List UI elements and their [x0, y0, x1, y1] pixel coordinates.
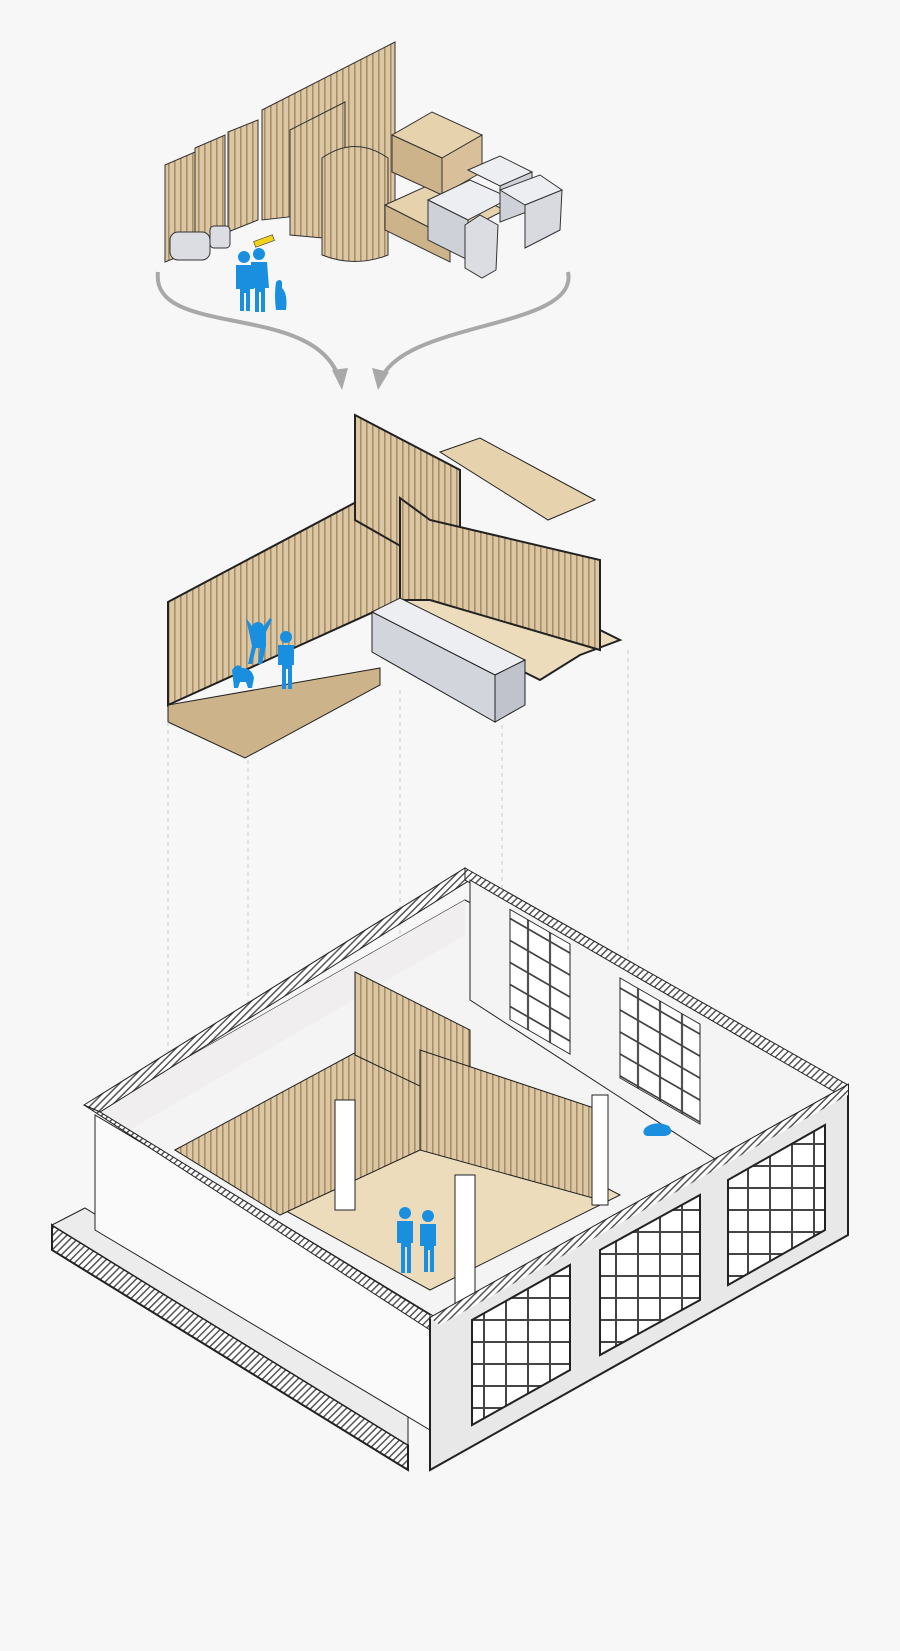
window-front — [599, 1193, 701, 1357]
people-figures-icon — [397, 1207, 436, 1273]
column — [454, 1174, 476, 1306]
column — [591, 1094, 609, 1206]
floor-edge — [167, 667, 381, 759]
people-figures-icon — [236, 248, 269, 312]
arrow-head — [332, 368, 348, 390]
window-front — [471, 1263, 571, 1427]
column — [334, 1099, 356, 1211]
back-wall-left — [95, 900, 465, 1150]
bathtub — [169, 231, 211, 261]
assembled-wood-insert — [167, 413, 623, 759]
curved-arrow-icon — [155, 271, 342, 383]
curved-arrow-icon — [378, 271, 571, 383]
kitchen-island-end — [494, 659, 526, 723]
front-wall-left-top — [83, 1104, 431, 1331]
fridge-column — [464, 214, 499, 279]
window-front — [727, 1123, 826, 1287]
arrow-head — [372, 368, 389, 390]
window-back — [509, 908, 571, 1055]
slat-panel — [227, 119, 259, 233]
front-wall-right-cap — [430, 1085, 848, 1325]
dog-icon — [232, 665, 254, 688]
dog-icon — [643, 1123, 672, 1136]
platform-top — [438, 437, 597, 521]
appliance-box — [524, 189, 563, 249]
toilet — [209, 225, 231, 249]
loft-building — [50, 867, 849, 1472]
warning-tape-icon — [253, 234, 275, 248]
kit-of-parts — [155, 41, 571, 390]
curved-slat-arch — [321, 146, 389, 262]
people-figures-icon — [246, 618, 294, 689]
window-back — [619, 977, 701, 1125]
dog-icon — [275, 280, 287, 310]
